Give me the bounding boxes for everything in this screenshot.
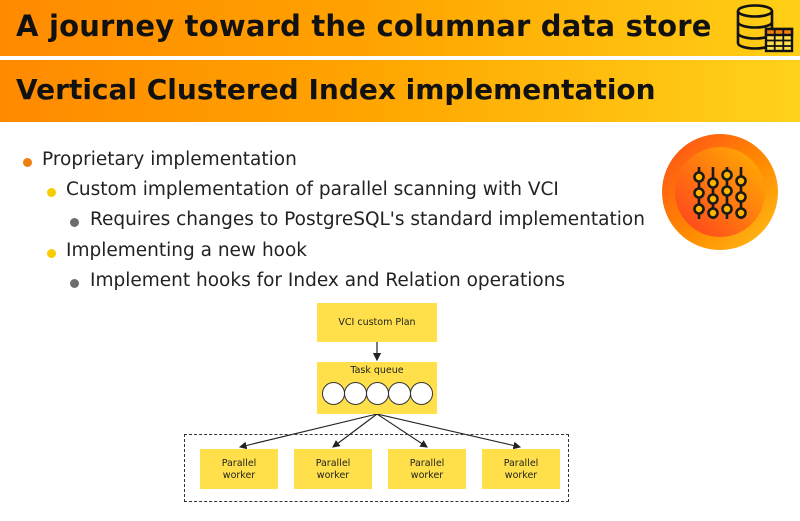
bullet-new-hook: Implementing a new hook [66, 240, 308, 261]
worker-label-line: Parallel [409, 457, 445, 469]
worker-label-line: worker [222, 469, 256, 481]
bullet-dot-level1 [23, 158, 32, 167]
queue-slot [344, 382, 367, 405]
title-band [0, 0, 800, 56]
bullet-dot-level3 [70, 218, 79, 227]
queue-slot [322, 382, 345, 405]
queue-slot [410, 382, 433, 405]
bullet-dot-level2 [47, 249, 56, 258]
task-queue-label: Task queue [350, 365, 404, 376]
worker-label-line: Parallel [503, 457, 539, 469]
vci-custom-plan-box: VCI custom Plan [317, 303, 437, 342]
slide-subtitle: Vertical Clustered Index implementation [16, 73, 656, 106]
slide-title: A journey toward the columnar data store [16, 9, 712, 43]
bullet-postgresql-changes: Requires changes to PostgreSQL's standar… [90, 209, 645, 230]
queue-slot [388, 382, 411, 405]
worker-label-line: worker [316, 469, 350, 481]
bullet-index-relation-hooks: Implement hooks for Index and Relation o… [90, 270, 566, 291]
bullet-custom-parallel-scanning: Custom implementation of parallel scanni… [66, 179, 559, 200]
sliders-icon [661, 133, 779, 251]
worker-label-line: worker [504, 469, 538, 481]
queue-slot [366, 382, 389, 405]
bullet-dot-level2 [47, 188, 56, 197]
database-table-icon [733, 2, 795, 54]
worker-label-line: Parallel [221, 457, 257, 469]
worker-label-line: Parallel [315, 457, 351, 469]
worker-label-line: worker [410, 469, 444, 481]
bullet-dot-level3 [70, 279, 79, 288]
subtitle-band [0, 60, 800, 122]
band-separator [0, 56, 800, 60]
task-queue-box: Task queue [317, 362, 437, 414]
workers-group [184, 434, 569, 502]
bullet-proprietary-implementation: Proprietary implementation [42, 149, 297, 170]
